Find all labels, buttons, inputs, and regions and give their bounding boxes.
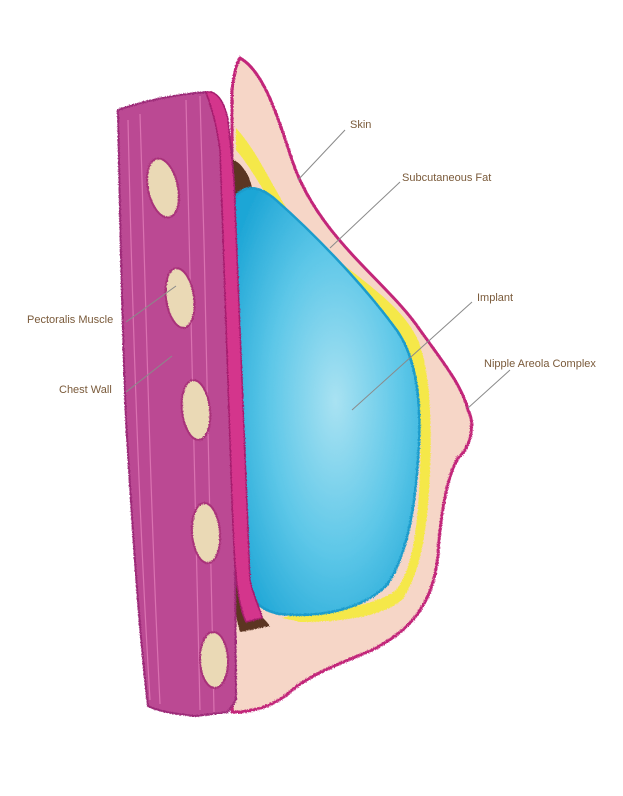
- label-chest-wall: Chest Wall: [59, 384, 112, 396]
- skin-leader-line: [298, 130, 345, 180]
- implant-shape: [233, 188, 419, 615]
- label-skin: Skin: [350, 119, 371, 131]
- label-nipple-areola-complex: Nipple Areola Complex: [484, 358, 596, 370]
- nipple-leader-line: [468, 370, 510, 408]
- label-pectoralis-muscle: Pectoralis Muscle: [27, 314, 113, 326]
- label-subcutaneous-fat: Subcutaneous Fat: [402, 172, 491, 184]
- label-implant: Implant: [477, 292, 513, 304]
- fat-leader-line: [330, 182, 400, 248]
